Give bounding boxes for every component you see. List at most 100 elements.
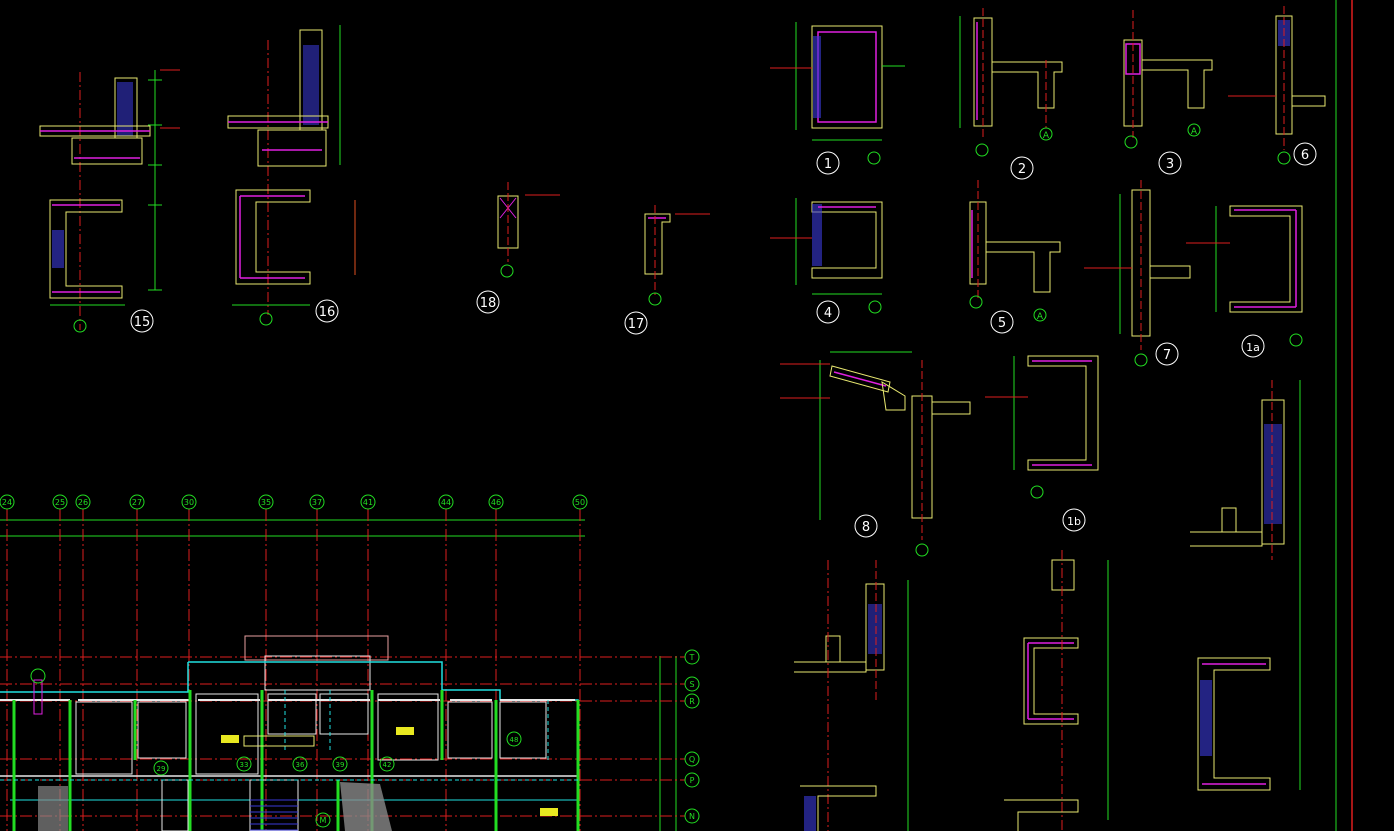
beam-outline [644,213,671,275]
axis-bubble [1134,353,1148,367]
upstand-outline [1221,507,1237,533]
detail-16-section: 16 [227,25,356,326]
beam-c-outline [49,199,123,299]
detail-17-section: 17 [624,205,710,335]
axis-bubble-label: 27 [132,498,142,507]
detail-1a-bubble [1241,334,1265,358]
axis-bubble [0,494,15,510]
stirrup [817,31,877,123]
axis-bubble [30,668,46,684]
detail-18-label: 18 [480,296,497,311]
beam-hatch [52,230,64,268]
detail-4-label: 4 [824,306,832,321]
room-tag [540,808,558,816]
beam-outline [811,201,883,279]
detail-6-bubble [1293,142,1317,166]
roof-outline [244,635,389,661]
detail-18-bubble [476,290,500,314]
axis-bubble [867,151,881,165]
axis-bubble [684,772,700,788]
detail-1-bubble [816,151,840,175]
detail-8-section: 8 [780,351,971,557]
plan-columns [12,690,580,831]
beam-hatch [1200,680,1212,756]
axis-bubble-label: P [690,776,695,785]
axis-label: A [1037,312,1044,322]
beam-outline [811,25,883,129]
axis-bubble-label: 39 [336,761,345,769]
beam-outline [1142,59,1213,109]
axis-bubble [292,756,308,772]
wall-outline [865,583,885,671]
detail-2-section: A 2 [959,8,1063,180]
axis-bubble-label: 50 [575,498,585,507]
slab-outline [932,401,971,415]
axis-bubble [488,494,504,510]
beam-hatch [813,36,821,118]
column-outline [1051,559,1075,591]
detail-3-bubble [1158,151,1182,175]
axis-bubble-label: 26 [78,498,88,507]
beam-hatch [812,204,822,266]
slab-outline [794,661,867,673]
axis-bubble-label: 42 [383,761,392,769]
detail-15-label: 15 [134,315,151,330]
detail-1b-label: 1b [1067,515,1081,528]
axis-bubble-label: 25 [55,498,65,507]
axis-bubble [684,808,700,824]
detail-8-label: 8 [862,520,870,535]
axis-bubble [506,731,522,747]
beam-outline [71,137,143,165]
detail-4-bubble [816,300,840,324]
axis-bubble [332,756,348,772]
axis-bubble [975,143,989,157]
beam-outline [257,129,327,167]
room-tag [221,735,239,743]
beam-outline [243,735,315,747]
detail-15-section: 15 [39,69,180,333]
axis-bubble [684,649,700,665]
beam-outline [1229,205,1303,313]
axis-bubble [572,494,588,510]
axis-bubble-label: S [689,680,694,689]
axis-bubble [1289,333,1303,347]
axis-bubble [315,812,331,828]
detail-5-section: A 5 [969,180,1061,334]
detail-7-bubble [1155,342,1179,366]
magenta-mark [33,679,43,715]
beam-c-outline [1023,637,1079,725]
axis-bubble [1033,308,1047,322]
axis-bubble-label: 48 [510,736,519,744]
detail-1-label: 1 [824,157,832,172]
axis-bubble-label: 41 [363,498,373,507]
detail-2-bubble [1010,156,1034,180]
detail-1a-section: 1a [1186,205,1303,358]
axis-bubble [1124,135,1138,149]
rebar-line [833,371,887,387]
detail-3-label: 3 [1166,157,1174,172]
axis-bubble [379,756,395,772]
detail-16-label: 16 [319,305,336,320]
detail-8-bubble [854,514,878,538]
wall-hatch [868,604,882,654]
detail-17-label: 17 [628,317,645,332]
sloped-roof-outline [829,365,891,393]
detail-5-bubble [990,310,1014,334]
axis-bubble [684,676,700,692]
plan-inner-walls [75,693,547,831]
axis-label: A [1043,131,1050,141]
axis-bubble [236,756,252,772]
axis-bubble [360,494,376,510]
beam-outline [992,61,1063,109]
detail-16-bubble [315,299,339,323]
axis-bubble-label: 36 [296,761,305,769]
axis-bubble-label: 35 [261,498,271,507]
detail-1-section: 1 [770,22,905,175]
detail-18-section: 18 [476,182,560,314]
axis-bubble [1030,485,1044,499]
upstand-outline [825,635,841,663]
axis-bubble [684,693,700,709]
stair-hatch [250,799,298,831]
detail-17-bubble [624,311,648,335]
